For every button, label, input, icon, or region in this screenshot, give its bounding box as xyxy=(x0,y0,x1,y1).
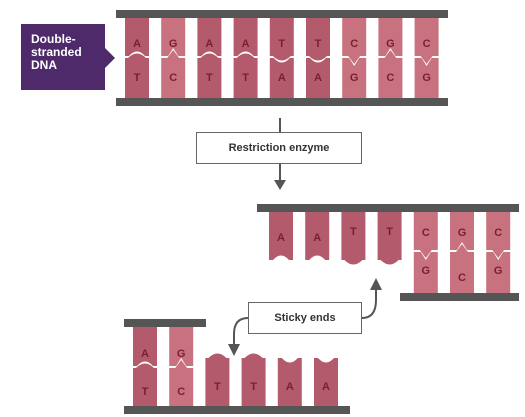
top-strand-letter-2: A xyxy=(205,38,213,50)
arrow-sticky-left xyxy=(233,317,249,346)
bottom-strand-1-base xyxy=(161,50,186,98)
right-top-letter-3: T xyxy=(386,226,393,238)
right-dna-fragment: A A T T C G C G C G xyxy=(257,204,519,301)
right-bottom-2-base xyxy=(486,252,511,293)
top-strand-letter-7: G xyxy=(386,38,395,50)
top-strand-letter-6: C xyxy=(350,38,358,50)
bottom-strand-0-base xyxy=(125,53,149,98)
right-top-letter-2: T xyxy=(350,226,357,238)
bottom-strand-letter-3: T xyxy=(242,72,249,84)
arrows xyxy=(228,118,382,356)
left-top-letter-0: A xyxy=(141,348,149,360)
bottom-strand-2-base xyxy=(197,53,222,98)
top-strand-0-base xyxy=(125,18,149,56)
right-top-letter-1: A xyxy=(313,232,321,244)
full-dna-molecule: A T G C A T A T T A T A C G G C C G xyxy=(116,10,448,106)
sticky-ends-label: Sticky ends xyxy=(274,312,336,324)
bottom-strand-letter-2: T xyxy=(206,72,213,84)
top-strand-5-base xyxy=(306,18,330,61)
right-fragment-top-backbone xyxy=(257,204,519,212)
bottom-strand-letter-7: C xyxy=(386,72,394,84)
right-top-0-base xyxy=(269,212,293,260)
bottom-strand-7-base xyxy=(378,50,403,98)
top-strand-letter-0: A xyxy=(133,38,141,50)
top-strand-letter-4: T xyxy=(278,38,285,50)
top-strand-3-base xyxy=(233,18,258,56)
bottom-strand-letter-0: T xyxy=(134,72,141,84)
restriction-enzyme-box: Restriction enzyme xyxy=(196,132,362,164)
right-fragment-bottom-backbone xyxy=(400,293,519,301)
top-strand-letter-8: C xyxy=(423,38,431,50)
dna-label-text: Double- stranded DNA xyxy=(31,32,82,72)
bottom-strand-8-base xyxy=(414,58,439,98)
left-bottom-4-base xyxy=(277,358,302,406)
arrow-from-enzyme-head xyxy=(274,180,286,190)
bottom-strand-5-base xyxy=(306,58,330,98)
right-top-letter-4: C xyxy=(422,227,430,239)
dna-label-callout: Double- stranded DNA xyxy=(21,24,116,90)
left-bottom-letter-3: T xyxy=(250,381,257,393)
left-bottom-2-base xyxy=(205,353,230,406)
right-top-4-base xyxy=(413,212,438,258)
right-top-letter-6: C xyxy=(494,227,502,239)
top-strand-8-base xyxy=(414,18,439,64)
right-top-6-base xyxy=(486,212,511,258)
top-strand-letter-3: A xyxy=(242,38,250,50)
arrow-sticky-left-head xyxy=(228,344,240,356)
left-bottom-1-base xyxy=(169,360,194,406)
bottom-strand-4-base xyxy=(269,58,294,98)
bottom-strand-letter-8: G xyxy=(422,72,431,84)
right-top-5-base xyxy=(450,212,474,250)
right-bottom-letter-2: G xyxy=(494,265,503,277)
left-bottom-letter-1: C xyxy=(177,386,185,398)
top-strand-2-base xyxy=(197,18,222,56)
left-dna-fragment: A G T C T T A A xyxy=(124,319,350,414)
bottom-strand-3-base xyxy=(233,53,258,98)
right-bottom-letter-0: G xyxy=(422,265,431,277)
right-bottom-letter-1: C xyxy=(458,272,466,284)
left-bottom-letter-0: T xyxy=(142,386,149,398)
left-top-letter-1: G xyxy=(177,348,186,360)
right-top-2-base xyxy=(341,212,366,265)
left-bottom-letter-4: A xyxy=(286,381,294,393)
top-backbone xyxy=(116,10,448,18)
top-strand-1-base xyxy=(161,18,186,56)
left-fragment-bottom-backbone xyxy=(124,406,350,414)
left-bottom-0-base xyxy=(133,363,157,406)
right-bottom-1-base xyxy=(450,244,474,293)
bottom-backbone xyxy=(116,98,448,106)
right-bottom-0-base xyxy=(413,252,438,293)
right-top-1-base xyxy=(305,212,330,260)
top-strand-6-base xyxy=(342,18,367,64)
arrow-sticky-right xyxy=(361,290,377,319)
bottom-strand-letter-4: A xyxy=(278,72,286,84)
right-top-3-base xyxy=(377,212,402,265)
top-strand-4-base xyxy=(269,18,294,61)
dna-label-bg xyxy=(21,24,115,90)
bottom-strand-letter-5: A xyxy=(314,72,322,84)
top-strand-letter-5: T xyxy=(315,38,322,50)
top-strand-letter-1: G xyxy=(169,38,178,50)
restriction-enzyme-label: Restriction enzyme xyxy=(228,142,330,154)
arrow-sticky-right-head xyxy=(370,278,382,290)
left-bottom-letter-5: A xyxy=(322,381,330,393)
bottom-strand-6-base xyxy=(342,58,367,98)
top-strand-7-base xyxy=(378,18,403,56)
left-bottom-5-base xyxy=(314,358,338,406)
right-top-letter-0: A xyxy=(277,232,285,244)
bottom-strand-letter-1: C xyxy=(169,72,177,84)
left-top-1-base xyxy=(169,327,194,366)
left-bottom-3-base xyxy=(241,353,266,406)
bottom-strand-letter-6: G xyxy=(350,72,359,84)
left-top-0-base xyxy=(133,327,157,366)
sticky-ends-box: Sticky ends xyxy=(248,302,362,334)
left-fragment-top-backbone xyxy=(124,319,206,327)
left-bottom-letter-2: T xyxy=(214,381,221,393)
right-top-letter-5: G xyxy=(458,227,467,239)
